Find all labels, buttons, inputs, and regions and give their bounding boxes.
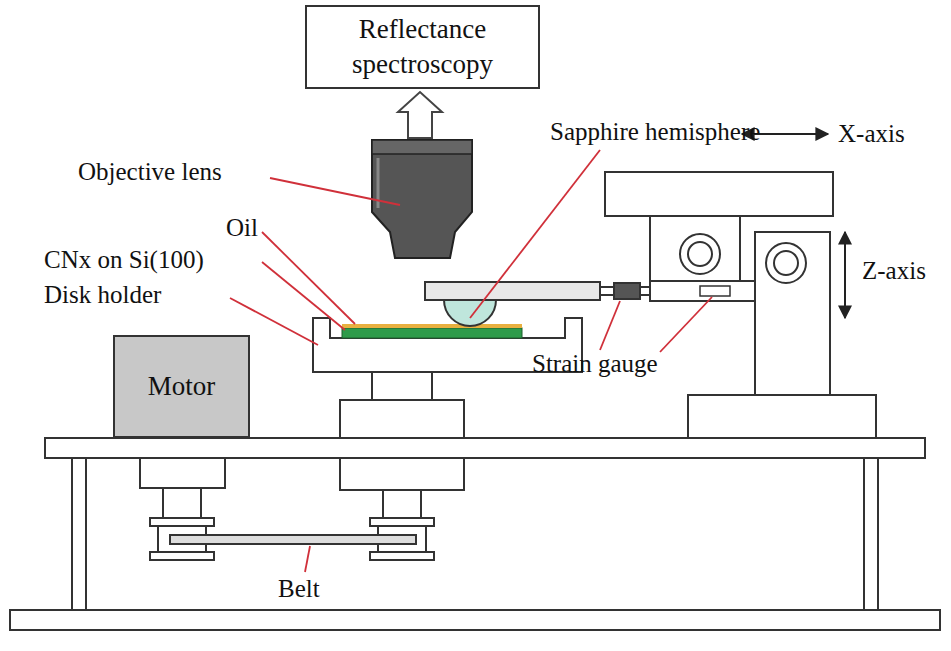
sapphire-holder [425, 282, 600, 326]
cnx-film [342, 328, 522, 338]
spindle [340, 372, 464, 560]
axis-label: Z-axis [860, 257, 928, 285]
belt [170, 535, 416, 544]
part-label: Disk holder [42, 281, 163, 309]
node-label: Reflectance spectroscopy [315, 12, 530, 82]
part-label: Belt [276, 575, 322, 603]
table [10, 438, 940, 630]
leader-lines [230, 150, 712, 572]
instrument-box: Reflectance spectroscopy [305, 5, 540, 89]
part-label: Sapphire hemisphere [548, 118, 762, 146]
part-label: Strain gauge [530, 350, 660, 378]
objective-lens [372, 140, 472, 258]
xz-stage [605, 172, 876, 438]
part-label: CNx on Si(100) [42, 246, 206, 274]
sapphire-hemisphere [444, 300, 496, 326]
part-label: Oil [224, 214, 260, 242]
node-label: Motor [148, 369, 216, 404]
light-path-arrow [398, 92, 442, 138]
axis-label: X-axis [836, 120, 907, 148]
part-label: Objective lens [76, 158, 224, 186]
motor-box: Motor [113, 335, 250, 438]
z-axis-arrow [844, 232, 846, 318]
oil-layer [342, 324, 522, 328]
